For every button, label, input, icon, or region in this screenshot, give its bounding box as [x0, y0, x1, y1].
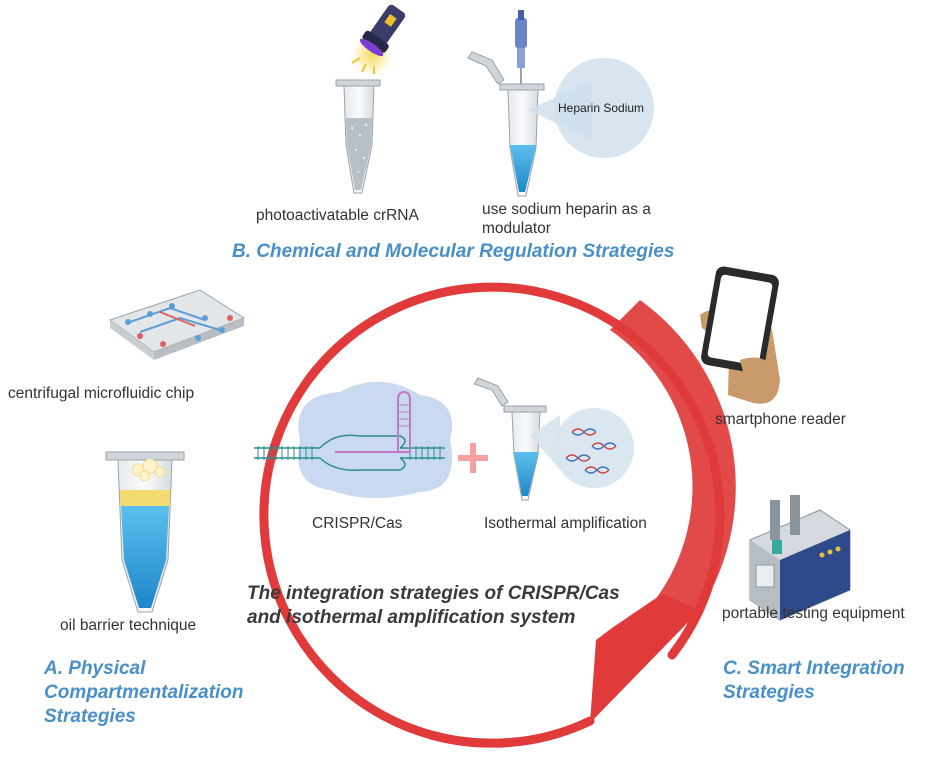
tube-heparin-icon: [467, 51, 545, 197]
label-microfluidic-chip: centrifugal microfluidic chip: [8, 385, 195, 402]
strategy-a-title: A. Physical Compartmentalization Strateg…: [44, 658, 244, 727]
crispr-cas-icon: [254, 381, 452, 499]
label-isothermal: Isothermal amplification: [484, 515, 647, 532]
microfluidic-chip-icon: [108, 289, 246, 360]
label-heparin-line1: use sodium heparin as a: [482, 201, 651, 218]
strategy-b-title: B. Chemical and Molecular Regulation Str…: [232, 241, 675, 262]
label-portable-equipment: portable testing equipment: [722, 605, 905, 622]
heparin-bubble: [528, 58, 654, 158]
label-oil-barrier: oil barrier technique: [60, 617, 197, 634]
heparin-bubble-text: Heparin Sodium: [558, 101, 645, 115]
flashlight-icon: [351, 4, 406, 75]
label-crispr-cas: CRISPR/Cas: [312, 515, 403, 532]
smartphone-icon: [700, 266, 780, 404]
label-photoactivatable-crrna: photoactivatable crRNA: [256, 207, 419, 224]
portable-equipment-icon: [749, 495, 851, 621]
label-smartphone-reader: smartphone reader: [715, 411, 846, 428]
strategy-c-title: C. Smart Integration Strategies: [723, 658, 905, 703]
center-title-line2: and isothermal amplification system: [247, 607, 576, 628]
cycle-arrow: [259, 282, 736, 748]
dna-bubble: [530, 408, 634, 488]
plus-icon: [458, 443, 488, 473]
arrow-head: [590, 594, 700, 723]
tube-crrna-icon: [335, 79, 381, 194]
tube-oil-barrier-icon: [105, 451, 185, 613]
center-title-line1: The integration strategies of CRISPR/Cas: [247, 583, 620, 604]
label-heparin-line2: modulator: [482, 220, 551, 237]
